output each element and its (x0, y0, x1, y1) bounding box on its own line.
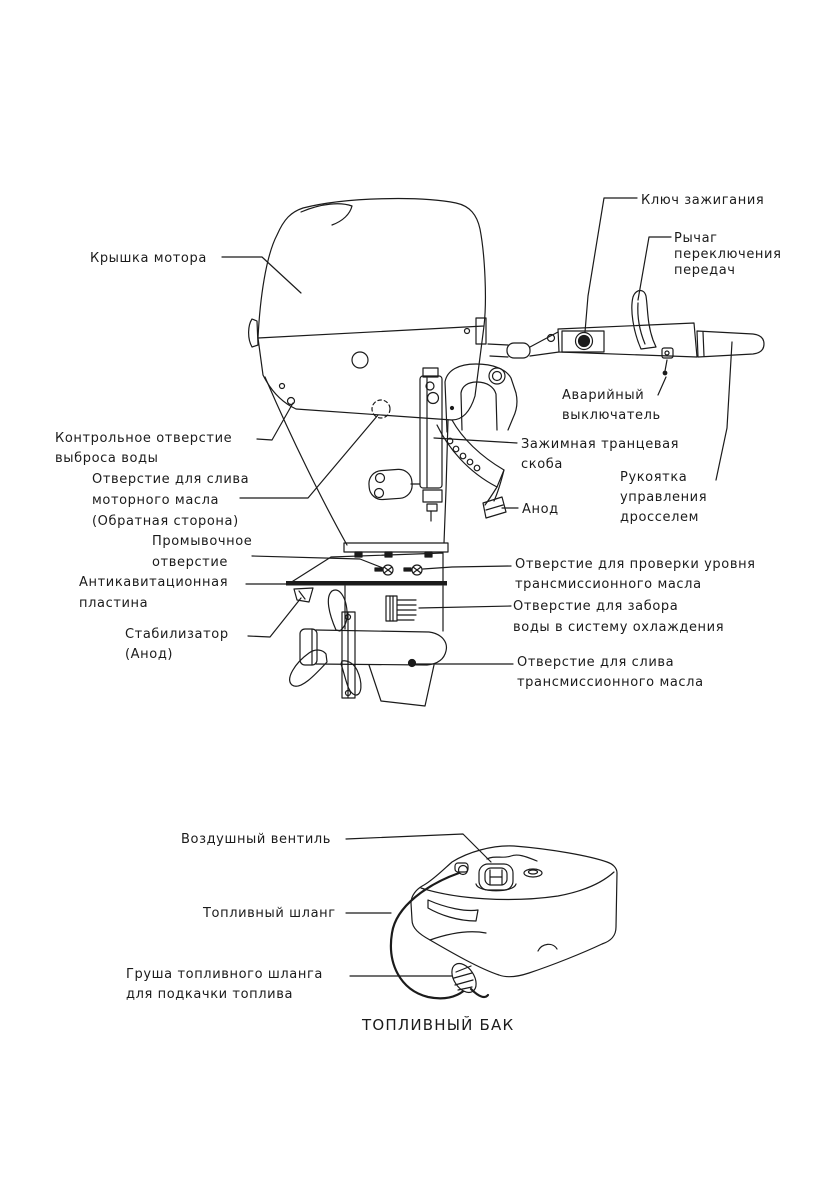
fuel-hose-line (389, 871, 473, 1000)
label-line: Контрольное отверстие (55, 431, 233, 446)
tiller-handle (487, 289, 765, 376)
label-engine-cover: Крышка мотора (90, 249, 207, 269)
label-line: Груша топливного шланга (126, 967, 323, 982)
water-outlet-nub (286, 396, 296, 406)
gear-oil-drain-screw (407, 658, 417, 668)
label-line: Отверстие для забора (513, 599, 679, 614)
label-transom-clamp: Зажимная транцевая скоба (521, 435, 679, 475)
label-flush-hole: Промывочное отверстие (152, 531, 252, 573)
label-gear-shift-lever: Рычаг переключения передач (674, 231, 782, 279)
trim-tab (293, 587, 314, 603)
label-motor-oil-drain: Отверстие для слива моторного масла (Обр… (92, 469, 249, 532)
label-line: Отверстие для слива (92, 472, 250, 487)
throttle-grip-shape (696, 330, 765, 358)
cowling-hatch (300, 203, 353, 226)
label-line: передач (674, 263, 736, 278)
label-primer-bulb: Груша топливного шланга для подкачки топ… (126, 965, 323, 1005)
label-stabilizer-anode: Стабилизатор (Анод) (125, 625, 229, 665)
gearcase (286, 552, 448, 707)
fuel-cap (475, 863, 517, 892)
label-line: Крышка мотора (90, 251, 207, 266)
label-line: Рукоятка (620, 470, 688, 485)
label-line: Ключ зажигания (641, 193, 765, 208)
midsection-housing (264, 376, 455, 558)
label-water-intake: Отверстие для забора воды в систему охла… (513, 596, 724, 638)
label-line: управления (620, 490, 708, 505)
prop-blade-up (327, 589, 348, 632)
handle-body (557, 322, 698, 358)
label-line: дросселем (620, 510, 700, 525)
water-intake-grille (385, 595, 417, 622)
label-anticavitation-plate: Антикавитационная пластина (79, 572, 228, 614)
tank-body (410, 845, 618, 978)
label-gear-oil-level: Отверстие для проверки уровня трансмисси… (515, 555, 756, 595)
leader-lines (221, 197, 733, 977)
label-line: пластина (79, 596, 149, 611)
label-line: Зажимная транцевая (521, 437, 680, 452)
oil-drain-dashed-circle (371, 399, 391, 419)
label-line: Топливный шланг (203, 906, 336, 921)
cowl-latch (475, 317, 487, 345)
torpedo (315, 629, 448, 666)
fuel-tank-caption: ТОПЛИВНЫЙ БАК (362, 1016, 515, 1034)
label-line: скоба (521, 457, 563, 472)
transom-bracket (368, 363, 518, 522)
label-line: воды в систему охлаждения (513, 620, 725, 635)
clamp-screw-handle (368, 468, 413, 501)
label-line: Рычаг (674, 231, 718, 246)
prop-blade-lower-right (340, 660, 362, 696)
label-line: Воздушный вентиль (181, 832, 332, 847)
label-line: Аварийный (562, 388, 645, 403)
label-ignition-key: Ключ зажигания (641, 191, 764, 211)
key-panel (561, 330, 605, 353)
fuel-tank-drawing (389, 845, 618, 1000)
ignition-key-switch (574, 331, 594, 351)
label-line: Антикавитационная (79, 575, 229, 590)
front-fin (248, 318, 259, 348)
label-line: Анод (522, 502, 559, 517)
label-throttle-grip: Рукоятка управления дросселем (620, 468, 707, 528)
label-line: трансмиссионного масла (515, 577, 702, 592)
label-water-check-hole: Контрольное отверстие выброса воды (55, 429, 232, 469)
clamp-hook-outer (444, 363, 518, 433)
fuel-gauge (523, 868, 543, 878)
propeller (289, 589, 362, 699)
label-air-valve: Воздушный вентиль (181, 830, 331, 850)
label-line: Отверстие для слива (517, 655, 675, 670)
emergency-stop-clip (661, 347, 674, 359)
label-line: переключения (674, 247, 782, 262)
oil-level-screw (411, 564, 423, 576)
label-line: Стабилизатор (125, 627, 229, 642)
label-emergency-switch: Аварийный выключатель (562, 386, 661, 426)
label-anode: Анод (522, 500, 559, 520)
label-line: Отверстие для проверки уровня (515, 557, 756, 572)
label-fuel-hose: Топливный шланг (203, 904, 336, 924)
shift-lever (631, 289, 657, 350)
label-line: Промывочное (152, 534, 253, 549)
prop-blade-lower-left (289, 649, 328, 687)
bracket-anode-block (482, 496, 507, 519)
label-line: трансмиссионного масла (517, 675, 704, 690)
label-line: выброса воды (55, 451, 159, 466)
label-line: выключатель (562, 408, 661, 423)
label-line: (Обратная сторона) (92, 514, 239, 529)
flush-hole-screw (382, 564, 394, 576)
label-line: (Анод) (125, 647, 174, 662)
engine-cowling (248, 197, 487, 421)
prop-nose-cap (299, 628, 318, 666)
label-line: моторного масла (92, 493, 220, 508)
tank-handle-recess (427, 899, 479, 922)
anticavitation-plate-shape (286, 581, 447, 586)
clamp-hook-inner (460, 381, 498, 431)
label-line: для подкачки топлива (126, 987, 294, 1002)
skeg (368, 664, 435, 707)
label-line: отверстие (152, 555, 229, 570)
label-gear-oil-drain: Отверстие для слива трансмиссионного мас… (517, 653, 704, 693)
